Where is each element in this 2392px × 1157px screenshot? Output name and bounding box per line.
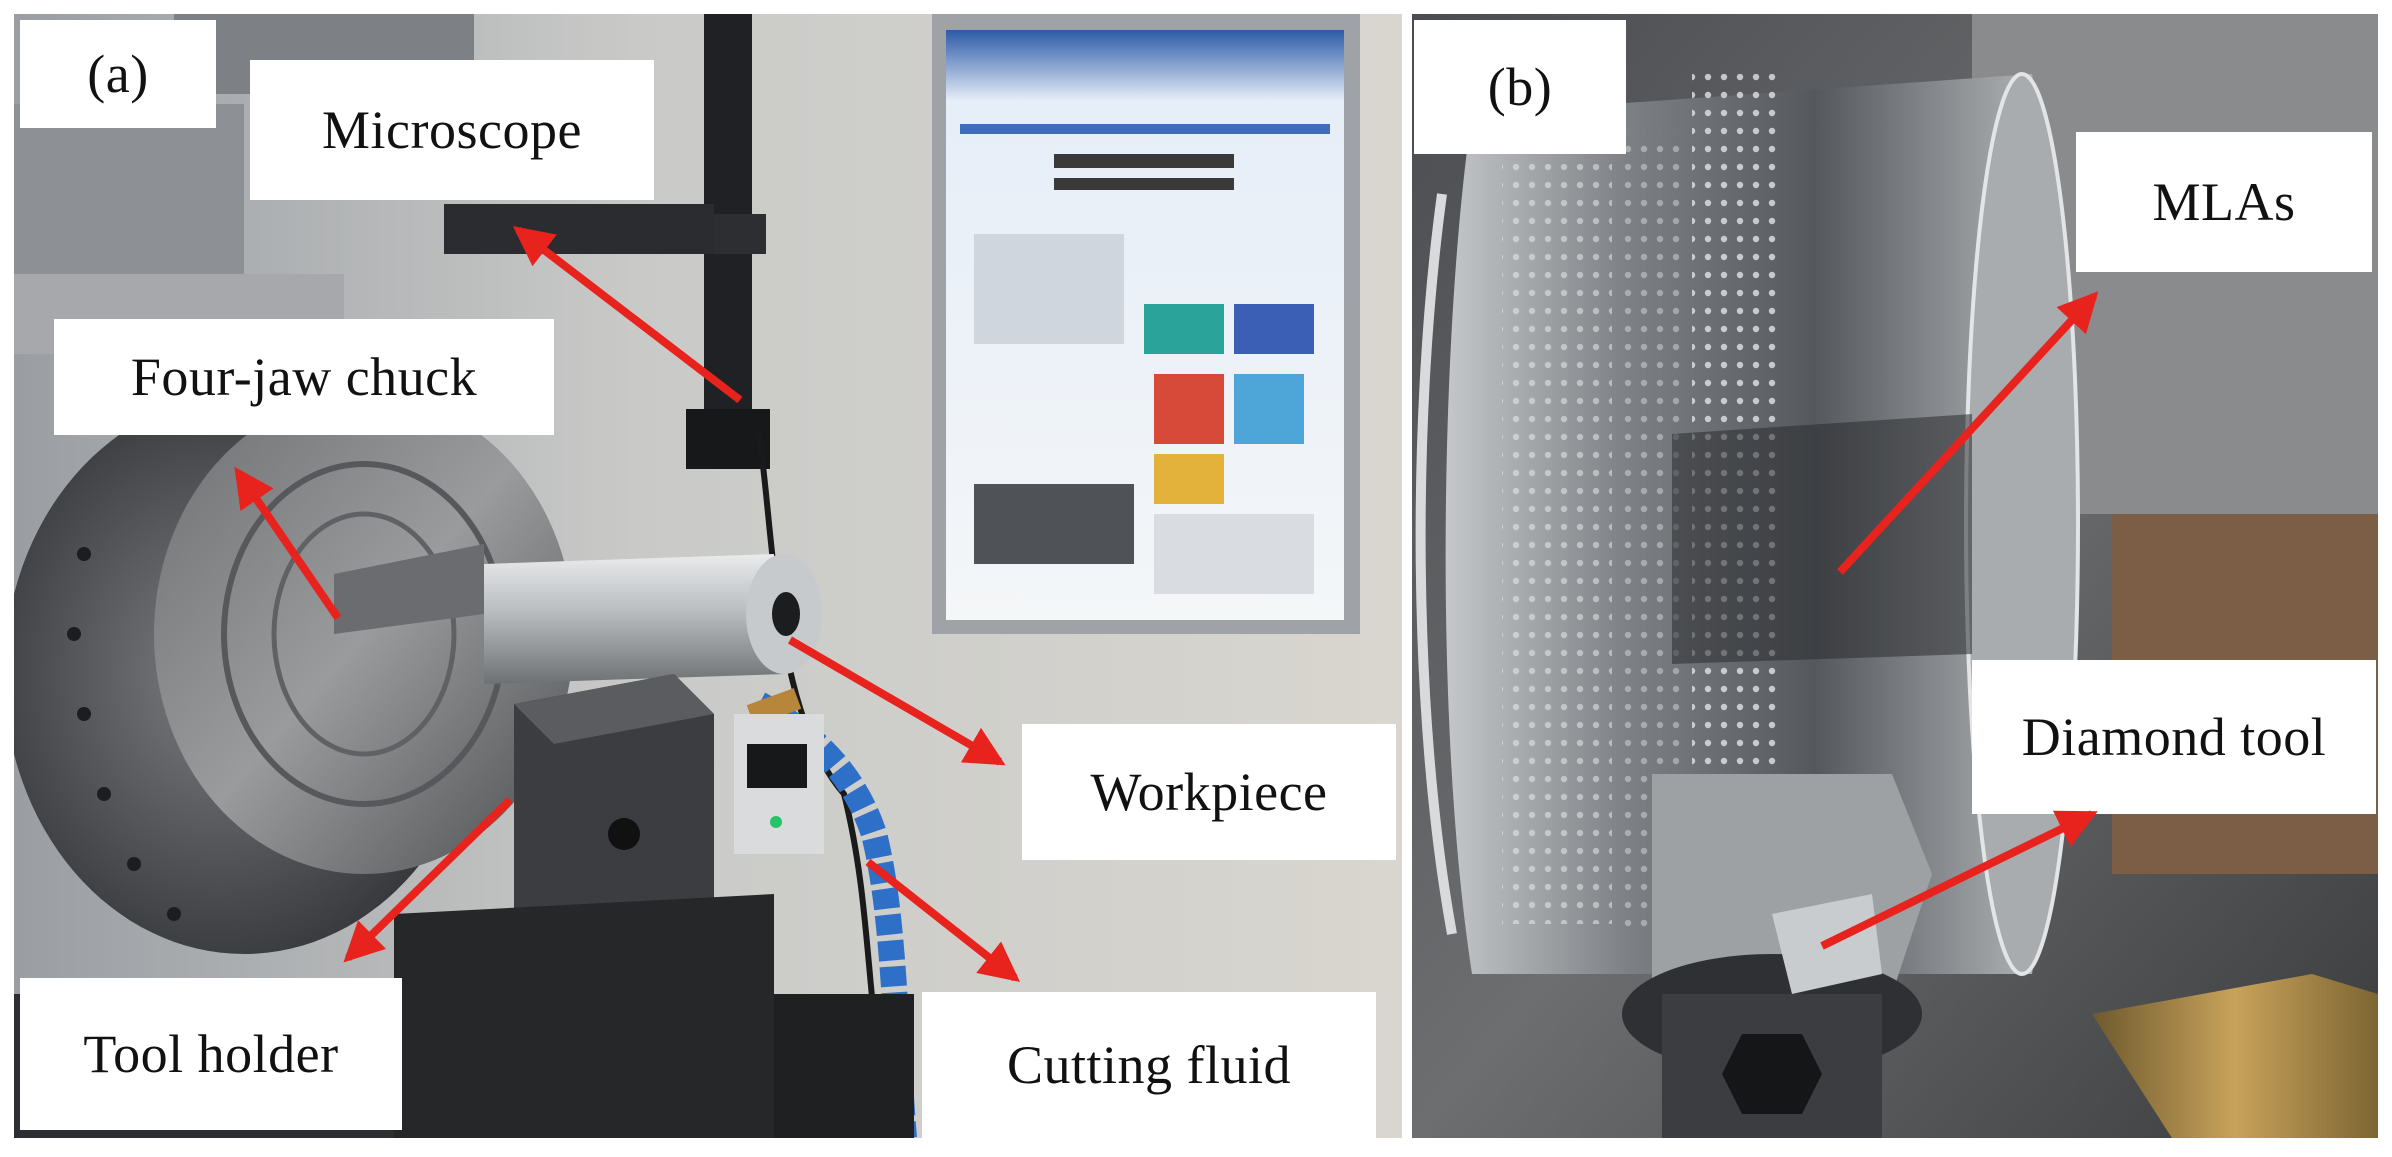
cutting-fluid-label: Cutting fluid xyxy=(922,992,1376,1138)
panel-b-letter-label: (b) xyxy=(1414,20,1626,154)
machine-photo xyxy=(14,14,1402,1138)
roller-mold-photo xyxy=(1412,14,2378,1138)
mlas-label: MLAs xyxy=(2076,132,2372,272)
tool-holder-label: Tool holder xyxy=(20,978,402,1130)
diamond-tool-label: Diamond tool xyxy=(1972,660,2376,814)
four-jaw-chuck-label: Four-jaw chuck xyxy=(54,319,554,435)
panel-b-photo: (b) MLAs Diamond tool xyxy=(1412,14,2378,1138)
panel-a-photo: (a) Microscope Four-jaw chuck Workpiece … xyxy=(14,14,1402,1138)
panel-a-letter-label: (a) xyxy=(20,20,216,128)
workpiece-label: Workpiece xyxy=(1022,724,1396,860)
microscope-label: Microscope xyxy=(250,60,654,200)
